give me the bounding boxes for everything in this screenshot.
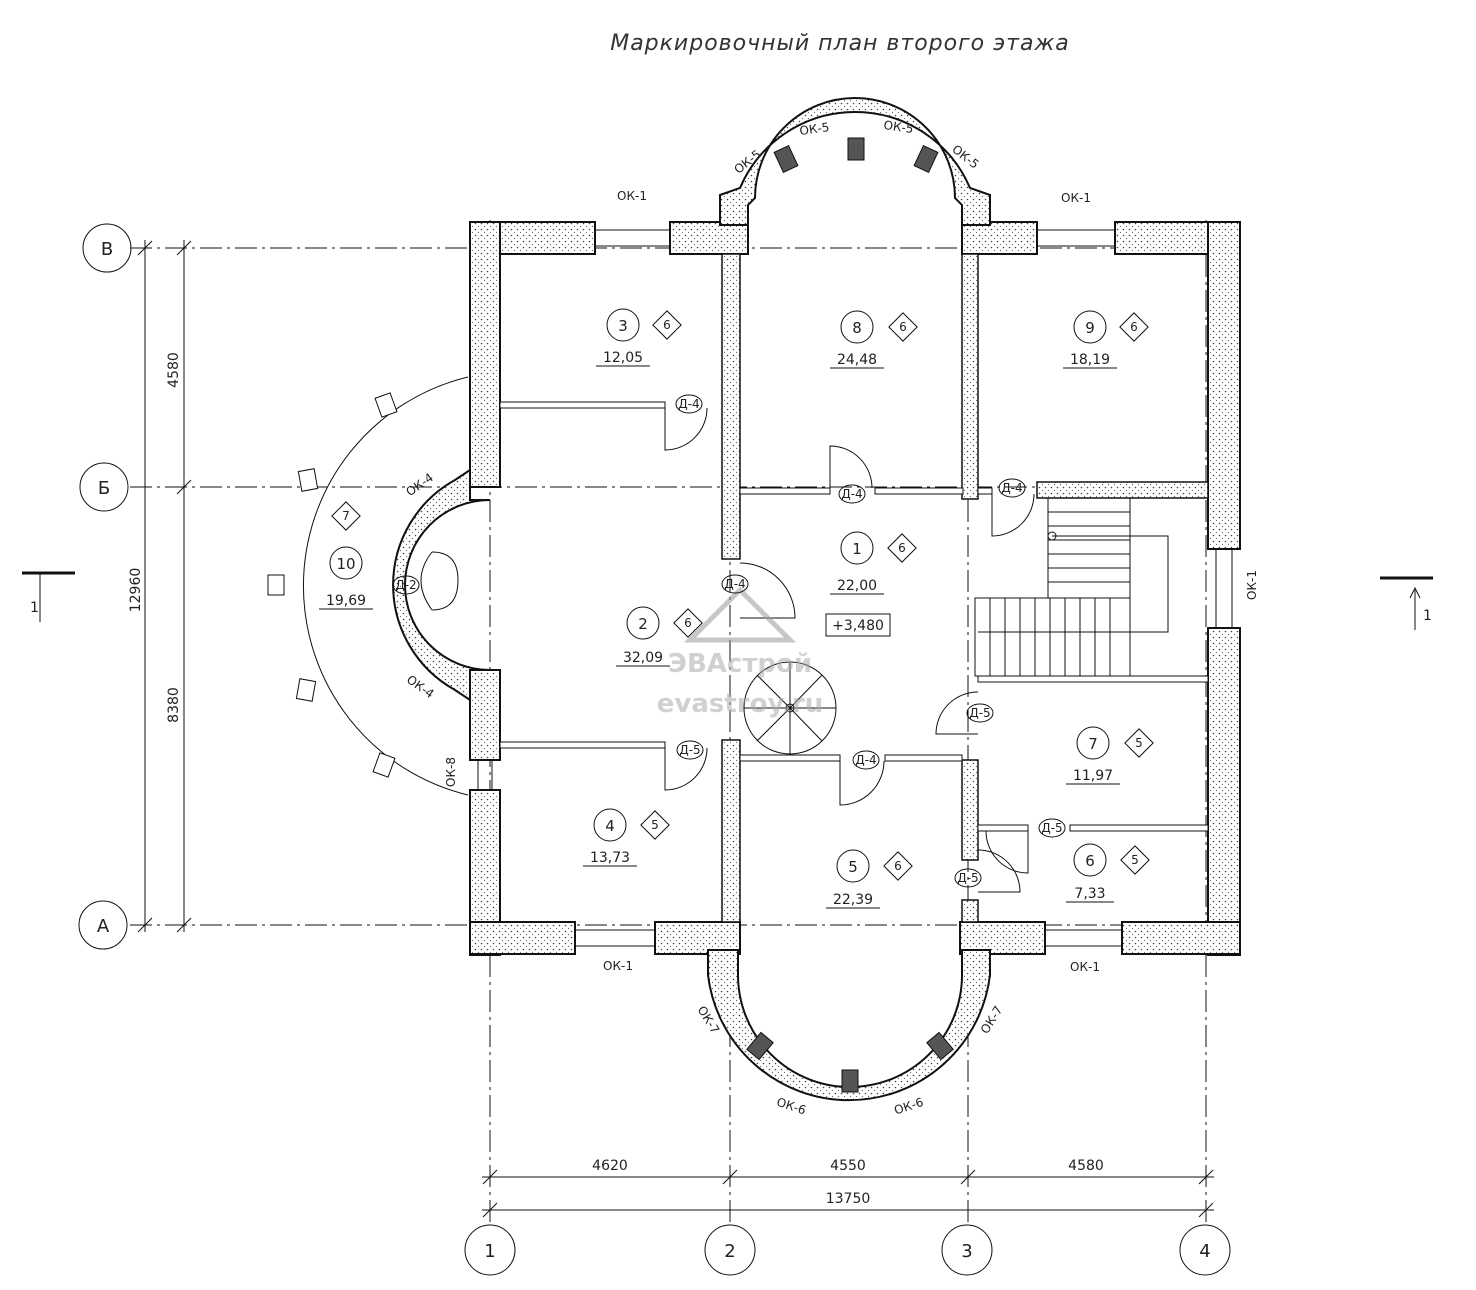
spiral-staircase bbox=[743, 661, 837, 755]
finish-type: 6 bbox=[898, 541, 906, 555]
axis-label-col-1: 1 bbox=[484, 1241, 495, 1262]
room-3: 3 6 12,05 bbox=[596, 308, 682, 367]
finish-type: 5 bbox=[1135, 736, 1143, 750]
door-label: Д-4 bbox=[724, 577, 745, 591]
door-label: Д-4 bbox=[678, 397, 699, 411]
bottom-bay bbox=[707, 949, 991, 1102]
dim-bottom-2: 4550 bbox=[830, 1158, 866, 1174]
section-label-right: 1 bbox=[1423, 608, 1432, 624]
room-number: 9 bbox=[1085, 319, 1095, 337]
window-label: ОК-1 bbox=[1070, 960, 1100, 974]
room-number: 5 bbox=[848, 858, 858, 876]
interior-walls bbox=[499, 253, 1209, 923]
window-label: ОК-4 bbox=[404, 672, 437, 701]
room-number: 8 bbox=[852, 319, 862, 337]
window-label: ОК-6 bbox=[775, 1095, 808, 1118]
row-axis-markers: В Б А bbox=[78, 223, 132, 950]
axis-label-col-3: 3 bbox=[961, 1241, 972, 1262]
column-axis-markers: 1 2 3 4 bbox=[464, 1224, 1231, 1276]
axis-label-col-4: 4 bbox=[1199, 1241, 1210, 1262]
door-label: Д-4 bbox=[841, 487, 862, 501]
window-label: ОК-1 bbox=[1061, 191, 1091, 205]
room-8: 8 6 24,48 bbox=[830, 310, 918, 369]
window-label: ОК-1 bbox=[603, 959, 633, 973]
dim-left-top: 4580 bbox=[166, 352, 182, 388]
door-label: Д-5 bbox=[679, 743, 700, 757]
room-1: 1 6 22,00 +3,480 bbox=[825, 531, 917, 637]
room-area: 12,05 bbox=[603, 350, 643, 366]
room-2: 2 6 32,09 bbox=[616, 606, 703, 667]
room-area: 7,33 bbox=[1074, 886, 1105, 902]
room-number: 3 bbox=[618, 317, 628, 335]
room-4: 4 5 13,73 bbox=[583, 808, 670, 867]
room-9: 9 6 18,19 bbox=[1063, 310, 1149, 369]
room-area: 18,19 bbox=[1070, 352, 1110, 368]
room-number: 6 bbox=[1085, 852, 1095, 870]
room-area: 19,69 bbox=[326, 593, 366, 609]
axis-label-col-2: 2 bbox=[724, 1241, 735, 1262]
dim-bottom-3: 4580 bbox=[1068, 1158, 1104, 1174]
floor-level-mark: +3,480 bbox=[832, 618, 884, 634]
window-label: ОК-1 bbox=[617, 189, 647, 203]
door-label: Д-2 bbox=[395, 578, 416, 592]
watermark-brand: ЭВАстрой bbox=[668, 649, 812, 679]
room-number: 7 bbox=[1088, 735, 1098, 753]
main-staircase bbox=[974, 497, 1169, 677]
window-label: ОК-4 bbox=[403, 470, 436, 499]
room-10: 7 10 19,69 bbox=[319, 501, 373, 610]
finish-type: 6 bbox=[663, 318, 671, 332]
finish-type: 7 bbox=[342, 509, 350, 523]
dim-bottom-total: 13750 bbox=[826, 1191, 871, 1207]
room-area: 32,09 bbox=[623, 650, 663, 666]
watermark-site: evastroy.ru bbox=[657, 689, 824, 719]
room-area: 22,00 bbox=[837, 578, 877, 594]
door-label: Д-4 bbox=[855, 753, 876, 767]
door-label: Д-5 bbox=[969, 706, 990, 720]
axis-label-row-b: Б bbox=[98, 478, 110, 499]
window-label: ОК-8 bbox=[444, 757, 458, 787]
room-number: 4 bbox=[605, 817, 615, 835]
axis-lines bbox=[130, 220, 1240, 1225]
finish-type: 6 bbox=[899, 320, 907, 334]
room-area: 11,97 bbox=[1073, 768, 1113, 784]
room-area: 22,39 bbox=[833, 892, 873, 908]
door-label: Д-4 bbox=[1001, 481, 1022, 495]
room-number: 2 bbox=[638, 615, 648, 633]
bottom-dimensions: 4620 4550 4580 13750 bbox=[482, 1158, 1214, 1218]
room-5: 5 6 22,39 bbox=[826, 849, 913, 909]
axis-label-row-v: В bbox=[101, 239, 113, 260]
dim-left-bottom: 8380 bbox=[166, 687, 182, 723]
left-terrace bbox=[267, 376, 491, 796]
window-label: ОК-6 bbox=[892, 1095, 925, 1118]
room-area: 13,73 bbox=[590, 850, 630, 866]
exterior-walls bbox=[469, 221, 1241, 956]
finish-type: 6 bbox=[894, 859, 902, 873]
section-markers: 1 1 bbox=[22, 571, 1433, 630]
window-label: ОК-5 bbox=[883, 118, 915, 136]
finish-type: 6 bbox=[684, 616, 692, 630]
door-labels: Д-4 Д-4 Д-4 Д-4 Д-4 Д-5 Д-5 Д-5 Д-5 Д-2 bbox=[392, 394, 1066, 888]
axis-label-row-a: А bbox=[97, 916, 110, 937]
room-number: 10 bbox=[336, 555, 355, 573]
watermark: ЭВАстрой evastroy.ru bbox=[657, 586, 824, 719]
room-6: 6 5 7,33 bbox=[1066, 843, 1150, 903]
plan-title: Маркировочный план второго этажа bbox=[610, 31, 1070, 56]
door-label: Д-5 bbox=[1041, 821, 1062, 835]
dim-bottom-1: 4620 bbox=[592, 1158, 628, 1174]
top-bay bbox=[719, 97, 991, 226]
window-label: ОК-5 bbox=[799, 120, 831, 138]
finish-type: 5 bbox=[651, 818, 659, 832]
room-number: 1 bbox=[852, 540, 862, 558]
finish-type: 6 bbox=[1130, 320, 1138, 334]
room-7: 7 5 11,97 bbox=[1066, 726, 1154, 785]
room-area: 24,48 bbox=[837, 352, 877, 368]
door-label: Д-5 bbox=[957, 871, 978, 885]
section-label-left: 1 bbox=[30, 600, 39, 616]
finish-type: 5 bbox=[1131, 853, 1139, 867]
left-dimensions: 12960 4580 8380 bbox=[128, 240, 192, 933]
door-swings bbox=[420, 407, 1035, 893]
window-label: ОК-1 bbox=[1245, 570, 1259, 600]
dim-left-total: 12960 bbox=[128, 568, 144, 613]
